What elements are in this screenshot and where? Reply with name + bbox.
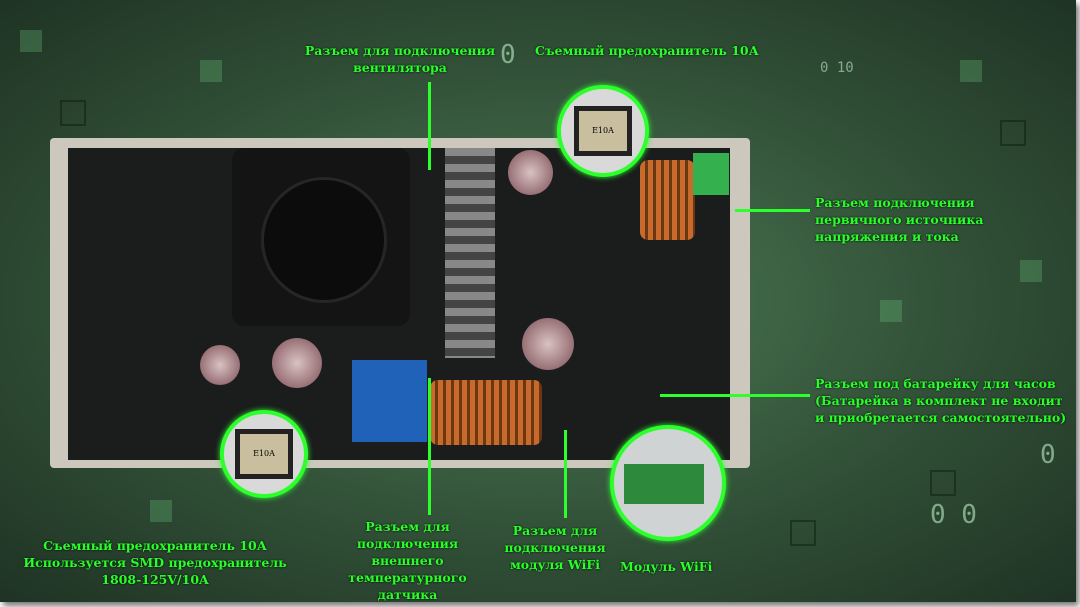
fuse-bottom-callout: E10A [220, 410, 308, 498]
fuse-bottom-line-3: 1808-125V/10A [101, 572, 209, 587]
wifi-module-callout [610, 425, 726, 541]
input-connector-label: Разъем подключения первичного источника … [815, 195, 984, 244]
capacitor [508, 150, 553, 195]
fuse-bottom-label: Съемный предохранитель 10А Используется … [10, 537, 300, 588]
input-callout-line [735, 209, 810, 212]
inductor [430, 380, 542, 445]
heatsink [445, 148, 495, 358]
battery-connector-label: Разъем под батарейку для часов (Батарейк… [815, 376, 1067, 425]
temp-sensor-label: Разъем для подключения внешнего температ… [348, 519, 467, 602]
cooling-fan [232, 148, 410, 326]
fan-connector-label: Разъем для подключения вентилятора [304, 43, 496, 75]
temp-callout-line [428, 378, 431, 515]
fuse-bottom-line-2: Используется SMD предохранитель [23, 555, 287, 570]
fan-callout-line [428, 82, 431, 170]
capacitor [522, 318, 574, 370]
fuse-top-callout: E10A [557, 85, 649, 177]
capacitor [200, 345, 240, 385]
wifi-connector-label: Разъем для подключения модуля WiFi [504, 523, 606, 572]
input-terminal [693, 153, 729, 195]
fuse-label: E10A [574, 106, 632, 156]
capacitor [272, 338, 322, 388]
fuse-top-label: Съемный предохранитель 10А [535, 43, 759, 58]
wifi-module-label: Модуль WiFi [620, 559, 713, 574]
wifi-connector-callout-line [564, 430, 567, 518]
relay [352, 360, 427, 442]
fuse-bottom-line-1: Съемный предохранитель 10А [43, 538, 267, 553]
battery-callout-line [660, 394, 810, 397]
fuse-label: E10A [235, 429, 293, 479]
inductor [640, 160, 695, 240]
